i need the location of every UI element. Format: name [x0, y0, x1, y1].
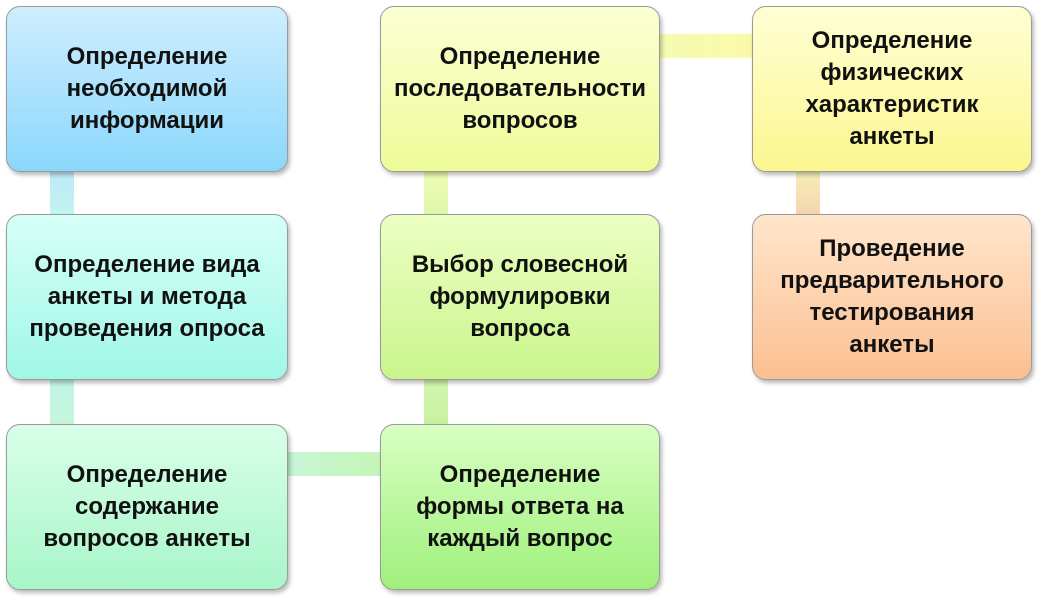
step-label: Определение вида анкеты и метода проведе…	[29, 251, 265, 342]
step-box-question-content: Определение содержание вопросов анкеты	[6, 424, 288, 590]
connector-step5-step6	[424, 170, 448, 218]
step-label: Выбор словесной формулировки вопроса	[411, 251, 629, 342]
step-box-answer-form: Определение формы ответа на каждый вопро…	[380, 424, 660, 590]
step-box-physical-characteristics: Определение физических характеристик анк…	[752, 6, 1032, 172]
step-label: Определение содержание вопросов анкеты	[43, 461, 251, 552]
step-box-question-wording: Выбор словесной формулировки вопроса	[380, 214, 660, 380]
connector-step1-step2	[50, 170, 74, 218]
step-box-define-information: Определение необходимой информации	[6, 6, 288, 172]
step-box-questionnaire-type: Определение вида анкеты и метода проведе…	[6, 214, 288, 380]
step-box-question-sequence: Определение последовательности вопросов	[380, 6, 660, 172]
connector-step4-step5	[424, 378, 448, 426]
step-label: Определение физических характеристик анк…	[805, 27, 979, 150]
connector-step7-step8	[796, 170, 820, 218]
connector-step2-step3	[50, 378, 74, 426]
step-label: Определение необходимой информации	[66, 43, 228, 134]
step-label: Определение последовательности вопросов	[394, 43, 646, 134]
connector-step3-step4	[286, 452, 382, 476]
connector-step6-step7	[658, 34, 754, 58]
step-label: Определение формы ответа на каждый вопро…	[416, 461, 624, 552]
step-box-pretesting: Проведение предварительного тестирования…	[752, 214, 1032, 380]
step-label: Проведение предварительного тестирования…	[780, 235, 1004, 358]
